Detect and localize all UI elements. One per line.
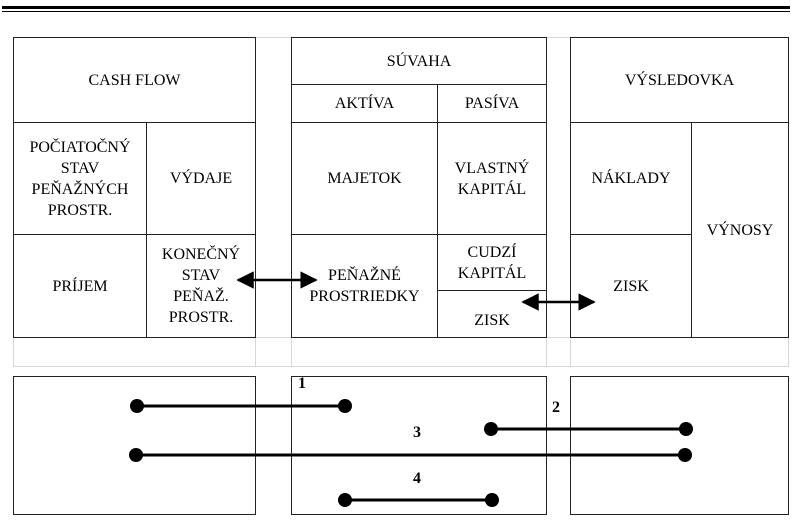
gap-line: [255, 37, 291, 38]
link-2: [484, 422, 693, 436]
link-label-2: 2: [552, 399, 560, 416]
top-rule-thin: [2, 11, 790, 12]
gap-line: [13, 338, 14, 366]
closing-balance-cell: KONEČNÝ STAV PEŇAŽ. PROSTR.: [146, 234, 256, 338]
gap-line: [255, 338, 256, 366]
top-rule-thick: [2, 6, 790, 9]
income-profit-cell: ZISK: [570, 234, 692, 338]
gap-line: [291, 338, 292, 366]
gap-line: [546, 37, 570, 38]
gap-line: [788, 338, 789, 366]
debt-cell: CUDZÍ KAPITÁL: [437, 234, 547, 291]
balance-profit-cell: ZISK: [437, 290, 547, 338]
equity-cell: VLASTNÝ KAPITÁL: [437, 122, 547, 235]
link-label-4: 4: [413, 470, 421, 487]
cash-cell: PEŇAŽNÉ PROSTRIEDKY: [291, 234, 438, 338]
gap-line: [13, 366, 789, 367]
link-label-3: 3: [413, 424, 421, 441]
gap-line: [570, 338, 571, 366]
link-3: [129, 448, 692, 462]
gap-line: [546, 338, 547, 366]
revenues-cell: VÝNOSY: [691, 122, 789, 338]
link-1: [130, 399, 352, 413]
income-statement-link-box: [570, 376, 789, 515]
cash-flow-link-box: [13, 376, 256, 515]
link-label-1: 1: [298, 375, 306, 392]
opening-balance-cell: POČIATOČNÝ STAV PEŇAŽNÝCH PROSTR.: [13, 122, 147, 235]
balance-sheet-link-box: [291, 376, 547, 515]
link-4: [338, 493, 499, 507]
